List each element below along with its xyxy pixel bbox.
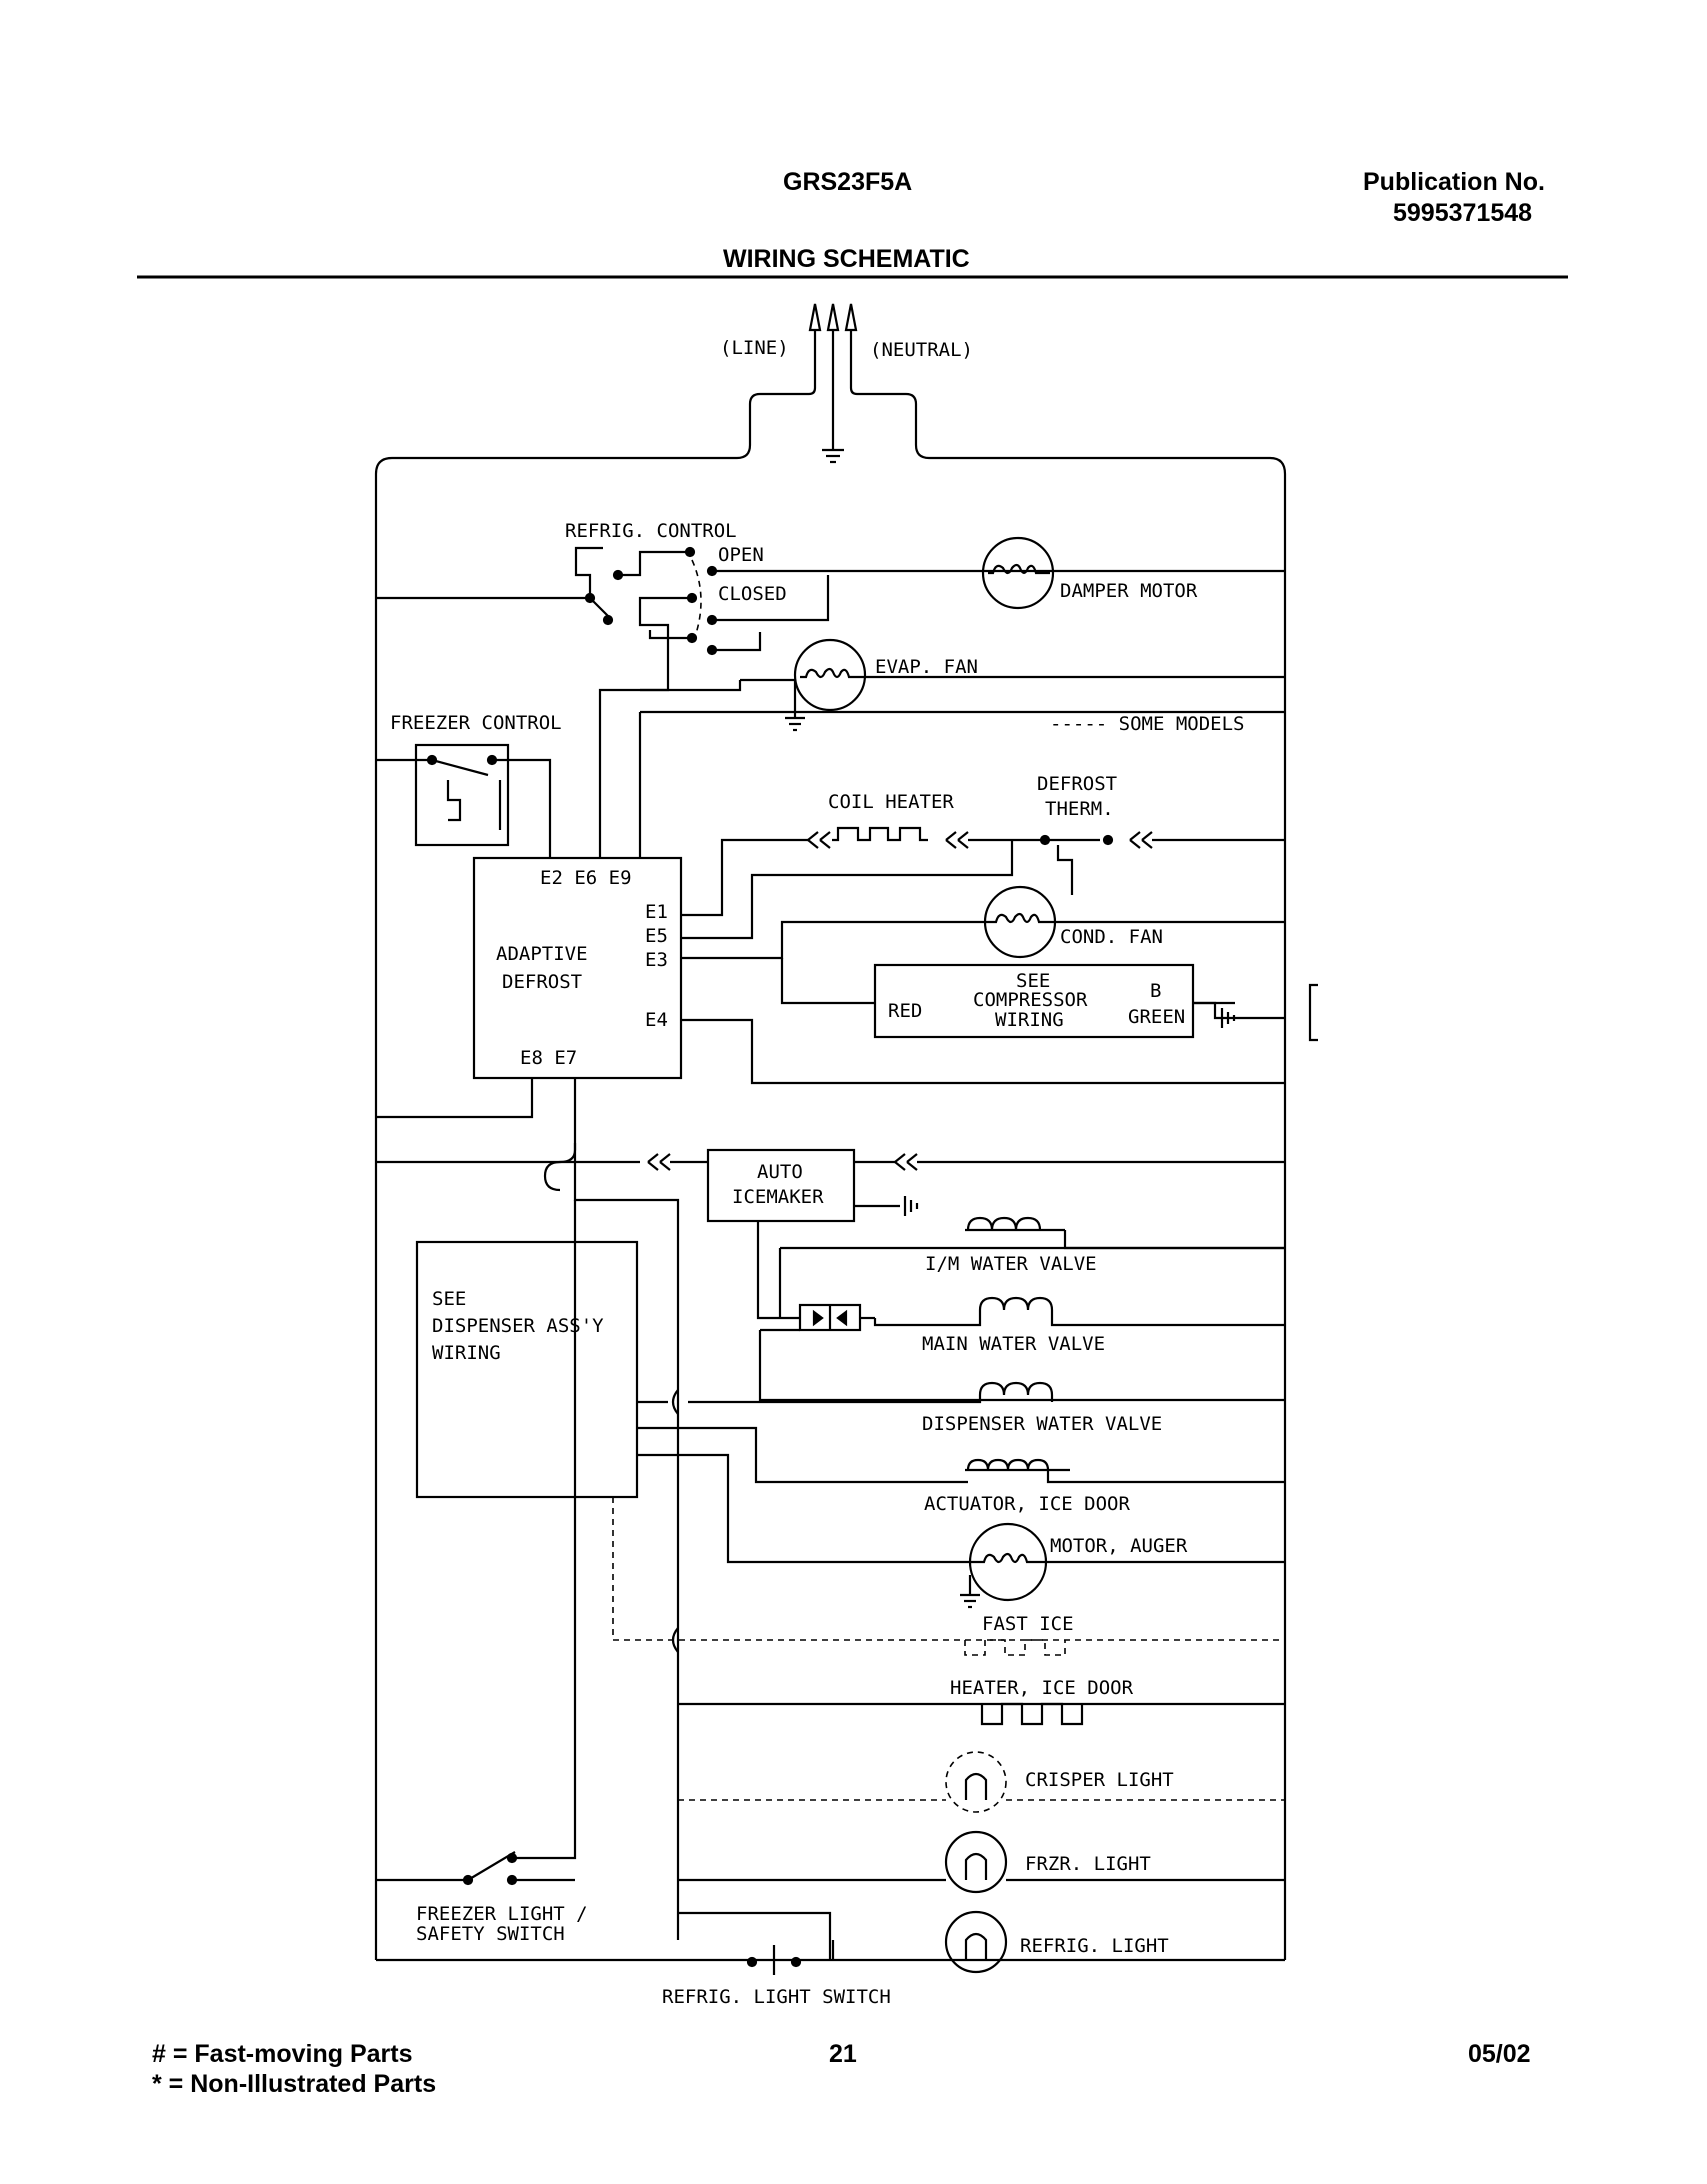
side-bracket bbox=[1308, 983, 1318, 1042]
coil-heater-label: COIL HEATER bbox=[828, 791, 954, 813]
coil-heater bbox=[681, 826, 1045, 940]
refrig-light-switch bbox=[746, 1945, 802, 1975]
refrig-light-label: REFRIG. LIGHT bbox=[1020, 1935, 1169, 1957]
crossover-arcs bbox=[671, 1389, 679, 1415]
defrost-thermostat bbox=[1039, 831, 1285, 895]
refrig-control-switch bbox=[376, 546, 1285, 855]
fast-ice-label: FAST ICE bbox=[982, 1613, 1074, 1635]
dispenser-assy-label: DISPENSER ASS'Y bbox=[432, 1315, 604, 1337]
defrost-label: DEFROST bbox=[502, 971, 582, 993]
model-number: GRS23F5A bbox=[783, 168, 913, 196]
freezer-control bbox=[376, 743, 552, 858]
page-title: WIRING SCHEMATIC bbox=[723, 245, 970, 273]
dispenser-water-valve-label: DISPENSER WATER VALVE bbox=[922, 1413, 1162, 1435]
green-wire-label: GREEN bbox=[1128, 1006, 1185, 1028]
im-water-valve bbox=[756, 1216, 1285, 1320]
red-wire-label: RED bbox=[888, 1000, 922, 1022]
power-plug bbox=[374, 303, 1287, 1960]
open-label: OPEN bbox=[718, 544, 764, 566]
publication-number: 5995371548 bbox=[1393, 199, 1533, 227]
frzr-light-label: FRZR. LIGHT bbox=[1025, 1853, 1151, 1875]
evap-fan-label: EVAP. FAN bbox=[875, 656, 978, 678]
freezer-light-safety-switch bbox=[376, 1200, 577, 1886]
e-bottom-label: E8 E7 bbox=[520, 1047, 577, 1069]
crisper-light bbox=[678, 1751, 1285, 1813]
refrig-light bbox=[678, 1910, 1008, 1974]
freezer-light-label-2: SAFETY SWITCH bbox=[416, 1923, 565, 1945]
damper-motor bbox=[981, 536, 1055, 610]
heater-ice-door-label: HEATER, ICE DOOR bbox=[950, 1677, 1134, 1699]
water-valve-connector bbox=[798, 1303, 875, 1332]
crisper-light-label: CRISPER LIGHT bbox=[1025, 1769, 1174, 1791]
icemaker-label: ICEMAKER bbox=[732, 1186, 824, 1208]
legend-non-illustrated: * = Non-Illustrated Parts bbox=[152, 2070, 437, 2098]
adaptive-defrost-board bbox=[472, 710, 1285, 1080]
main-water-valve-label: MAIN WATER VALVE bbox=[922, 1333, 1105, 1355]
fast-ice-heater bbox=[612, 1497, 1285, 1656]
motor-auger bbox=[637, 1453, 1285, 1609]
dispenser-see-label: SEE bbox=[432, 1288, 466, 1310]
adaptive-label: ADAPTIVE bbox=[496, 943, 588, 965]
compressor-wiring-label: WIRING bbox=[995, 1009, 1064, 1031]
e-top-label: E2 E6 E9 bbox=[540, 867, 632, 889]
e1-label: E1 bbox=[645, 901, 668, 923]
e4-label: E4 bbox=[645, 1009, 668, 1031]
defrost-therm-label-1: DEFROST bbox=[1037, 773, 1117, 795]
actuator-ice-door bbox=[637, 1426, 1285, 1484]
publication-label: Publication No. bbox=[1363, 168, 1545, 196]
some-models-note: ----- SOME MODELS bbox=[1050, 713, 1244, 735]
actuator-ice-door-label: ACTUATOR, ICE DOOR bbox=[924, 1493, 1130, 1515]
page-number: 21 bbox=[829, 2040, 857, 2068]
cond-fan-label: COND. FAN bbox=[1060, 926, 1163, 948]
e5-label: E5 bbox=[645, 925, 668, 947]
refrig-control-label: REFRIG. CONTROL bbox=[565, 520, 737, 542]
freezer-light-label-1: FREEZER LIGHT / bbox=[416, 1903, 588, 1925]
dispenser-water-valve bbox=[637, 1381, 1054, 1404]
cond-fan bbox=[681, 885, 1285, 960]
motor-auger-label: MOTOR, AUGER bbox=[1050, 1535, 1188, 1557]
main-water-valve bbox=[758, 1296, 1285, 1402]
closed-label: CLOSED bbox=[718, 583, 787, 605]
freezer-control-label: FREEZER CONTROL bbox=[390, 712, 562, 734]
neutral-label: (NEUTRAL) bbox=[870, 339, 973, 361]
dispenser-assy-box bbox=[415, 1240, 639, 1499]
heater-ice-door bbox=[678, 1702, 1285, 1726]
compressor-wiring-box bbox=[780, 958, 1285, 1039]
line-label: (LINE) bbox=[720, 337, 789, 359]
damper-motor-label: DAMPER MOTOR bbox=[1060, 580, 1198, 602]
defrost-therm-label-2: THERM. bbox=[1045, 798, 1114, 820]
im-water-valve-label: I/M WATER VALVE bbox=[925, 1253, 1097, 1275]
legend-fast-moving: # = Fast-moving Parts bbox=[152, 2040, 413, 2068]
e3-label: E3 bbox=[645, 949, 668, 971]
dispenser-wiring-label: WIRING bbox=[432, 1342, 501, 1364]
compressor-label: COMPRESSOR bbox=[973, 989, 1088, 1011]
compressor-see-label: SEE bbox=[1016, 970, 1050, 992]
revision-date: 05/02 bbox=[1468, 2040, 1531, 2068]
evap-fan bbox=[640, 638, 1285, 732]
frzr-light bbox=[678, 1830, 1285, 1894]
b-label: B bbox=[1150, 980, 1161, 1002]
auto-label: AUTO bbox=[757, 1161, 803, 1183]
refrig-light-switch-label: REFRIG. LIGHT SWITCH bbox=[662, 1986, 891, 2008]
auto-icemaker bbox=[376, 1143, 1285, 1940]
